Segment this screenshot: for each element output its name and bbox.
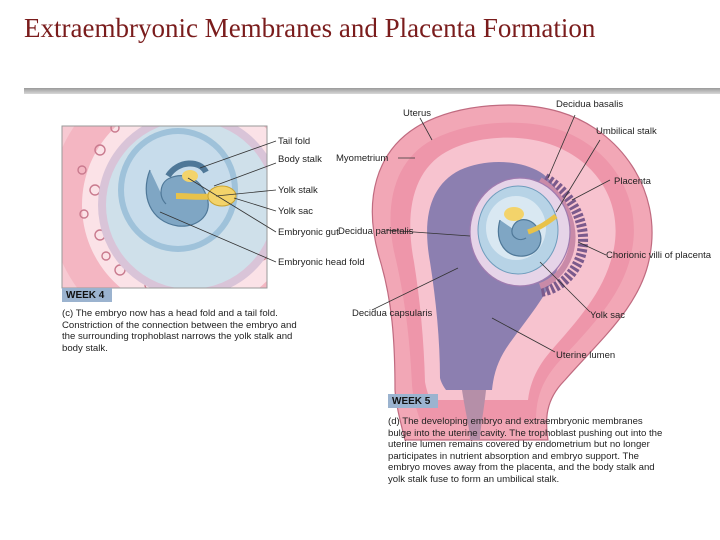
week4-caption-text: The embryo now has a head fold and a tai… <box>62 308 297 354</box>
label-yolk-sac-left: Yolk sac <box>278 206 313 217</box>
week5-label: WEEK 5 <box>392 396 431 407</box>
title-divider <box>24 88 720 94</box>
week4-caption: (c) The embryo now has a head fold and a… <box>62 308 310 354</box>
label-yolk-sac-right: Yolk sac <box>590 310 625 321</box>
week4-label: WEEK 4 <box>66 290 105 301</box>
page-title: Extraembryonic Membranes and Placenta Fo… <box>24 13 596 43</box>
week5-box <box>388 394 438 408</box>
label-uterus: Uterus <box>403 108 431 119</box>
label-decidua-parietalis: Decidua parietalis <box>338 226 414 237</box>
week4-leader-lines <box>159 140 277 263</box>
week4-box <box>62 288 112 302</box>
label-yolk-stalk: Yolk stalk <box>278 185 318 196</box>
label-myometrium: Myometrium <box>336 153 388 164</box>
label-placenta: Placenta <box>614 176 652 187</box>
chorionic-villi <box>539 173 589 297</box>
label-umbilical-stalk: Umbilical stalk <box>596 126 657 137</box>
week4-illustration <box>61 125 277 302</box>
label-body-stalk-text: Body stalk <box>278 154 322 165</box>
week4-caption-letter: (c) <box>62 308 74 319</box>
label-decidua-basalis: Decidua basalis <box>556 99 623 110</box>
week5-caption-text: The developing embryo and extraembryonic… <box>388 416 663 485</box>
week5-caption: (d) The developing embryo and extraembry… <box>388 416 664 486</box>
label-tail-fold: Tail fold <box>278 136 310 147</box>
week5-caption-letter: (d) <box>388 416 400 427</box>
label-embryonic-head-fold: Embryonic head fold <box>278 257 365 268</box>
label-decidua-capsularis: Decidua capsularis <box>352 308 433 319</box>
week5-illustration <box>371 104 653 441</box>
label-embryonic-gut: Embryonic gut <box>278 227 339 238</box>
label-body-stalk: Body stalk <box>278 154 322 165</box>
label-uterine-lumen: Uterine lumen <box>556 350 615 361</box>
week5-leader-lines <box>371 114 611 353</box>
label-chorionic-villi: Chorionic villi of placenta <box>606 250 712 261</box>
